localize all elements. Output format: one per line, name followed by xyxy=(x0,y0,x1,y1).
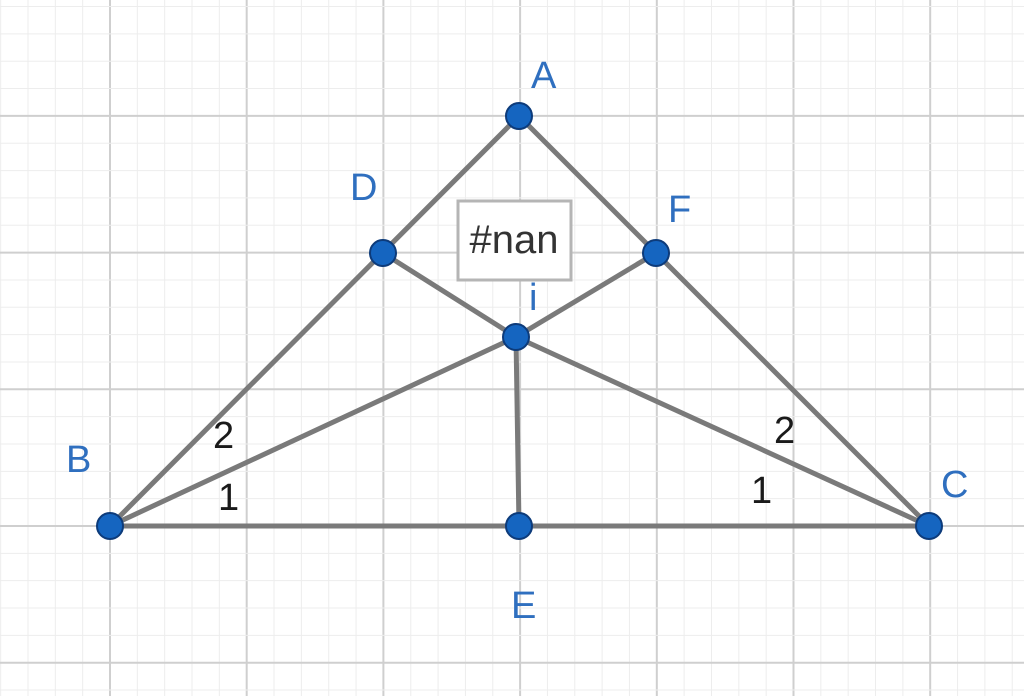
angle-labels: 2 1 2 1 xyxy=(213,410,795,519)
angle-c-upper: 2 xyxy=(774,410,795,452)
point-f[interactable] xyxy=(642,239,670,267)
label-d: D xyxy=(350,167,377,209)
segment-ci xyxy=(513,334,932,529)
segment-ab xyxy=(107,113,522,529)
label-i: i xyxy=(529,277,537,319)
point-d[interactable] xyxy=(369,239,397,267)
label-c: C xyxy=(941,464,968,506)
points xyxy=(96,102,943,540)
text-box-border xyxy=(456,199,573,282)
label-f: F xyxy=(668,189,691,231)
point-i[interactable] xyxy=(502,323,530,351)
point-c[interactable] xyxy=(915,512,943,540)
angle-b-upper: 2 xyxy=(213,415,234,457)
segment-ie xyxy=(513,334,522,529)
segments xyxy=(107,113,932,529)
segment-di xyxy=(380,250,519,340)
point-a[interactable] xyxy=(505,102,533,130)
label-e: E xyxy=(511,585,536,627)
text-box: #nan xyxy=(456,199,573,282)
point-e[interactable] xyxy=(505,512,533,540)
segment-fi xyxy=(513,250,659,340)
point-b[interactable] xyxy=(96,512,124,540)
angle-b-lower: 1 xyxy=(218,477,239,519)
angle-c-lower: 1 xyxy=(751,470,772,512)
label-b: B xyxy=(66,439,91,481)
label-a: A xyxy=(531,55,557,97)
segment-ac xyxy=(516,113,932,529)
text-box-value: #nan xyxy=(470,218,559,262)
segment-bi xyxy=(107,334,519,529)
point-labels: A B C D E F i xyxy=(66,55,968,627)
